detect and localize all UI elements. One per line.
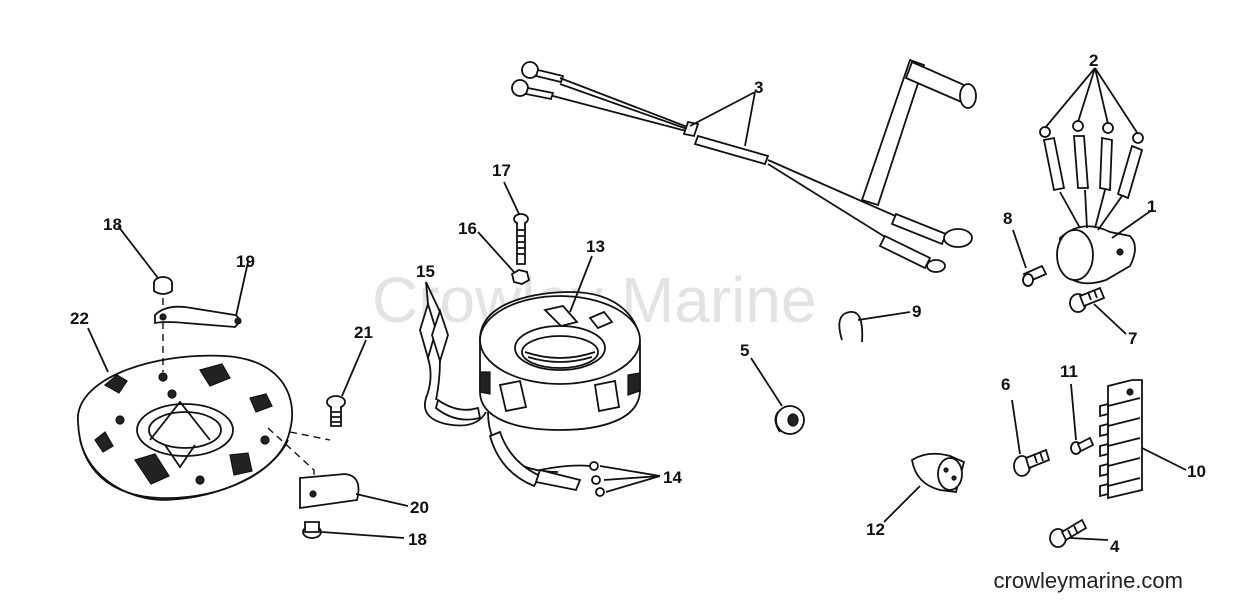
part-3-wire-harness [511, 58, 977, 273]
part-10-terminal-block [1099, 379, 1143, 500]
callout-13: 13 [586, 237, 605, 256]
part-8-screw [1022, 264, 1048, 287]
callout-18-bottom: 18 [408, 530, 427, 549]
callout-22: 22 [70, 309, 89, 328]
callout-4: 4 [1110, 537, 1120, 556]
leader-lines [87, 67, 1187, 541]
part-19-clamp [154, 305, 242, 328]
part-1-coil [1056, 225, 1136, 285]
assembly-line [289, 431, 331, 441]
callout-11: 11 [1060, 362, 1078, 381]
part-22-stator-plate [77, 354, 294, 501]
callout-7: 7 [1128, 329, 1137, 348]
part-18-screw-top [153, 276, 173, 295]
part-12-rectifier [911, 452, 966, 493]
part-13-stator-coil [479, 291, 641, 431]
callout-20: 20 [410, 498, 429, 517]
callout-15: 15 [416, 262, 435, 281]
part-9-clip [838, 311, 864, 343]
callout-8: 8 [1003, 209, 1012, 228]
callout-12: 12 [866, 520, 885, 539]
part-18-screw-bottom [302, 521, 322, 539]
callout-17: 17 [492, 161, 511, 180]
part-21-screw [326, 395, 346, 427]
part-6-screw [1013, 448, 1051, 477]
callout-19: 19 [236, 252, 255, 271]
callout-5: 5 [740, 341, 749, 360]
callout-21: 21 [354, 323, 373, 342]
part-5-grommet [774, 405, 805, 435]
part-11-screw [1070, 436, 1095, 455]
callout-1: 1 [1147, 197, 1156, 216]
callout-3: 3 [754, 78, 763, 97]
callout-16: 16 [458, 219, 477, 238]
callout-9: 9 [912, 302, 921, 321]
callout-14: 14 [663, 468, 682, 487]
part-16-nut [510, 269, 531, 285]
callout-18-top: 18 [103, 215, 122, 234]
part-20-plate [299, 473, 360, 510]
part-4-screw [1049, 518, 1088, 548]
callout-10: 10 [1187, 462, 1206, 481]
site-url: crowleymarine.com [993, 568, 1184, 593]
part-14-leads [488, 430, 605, 497]
callout-6: 6 [1001, 375, 1010, 394]
part-17-screw [513, 213, 529, 265]
part-2-lead-terminals [1039, 120, 1144, 231]
part-15-lead-terminals [419, 300, 559, 473]
part-7-screw [1069, 286, 1106, 313]
callout-labels: 1 2 3 4 5 6 7 8 9 10 11 12 13 14 15 16 1… [70, 51, 1206, 556]
callout-2: 2 [1089, 51, 1098, 70]
